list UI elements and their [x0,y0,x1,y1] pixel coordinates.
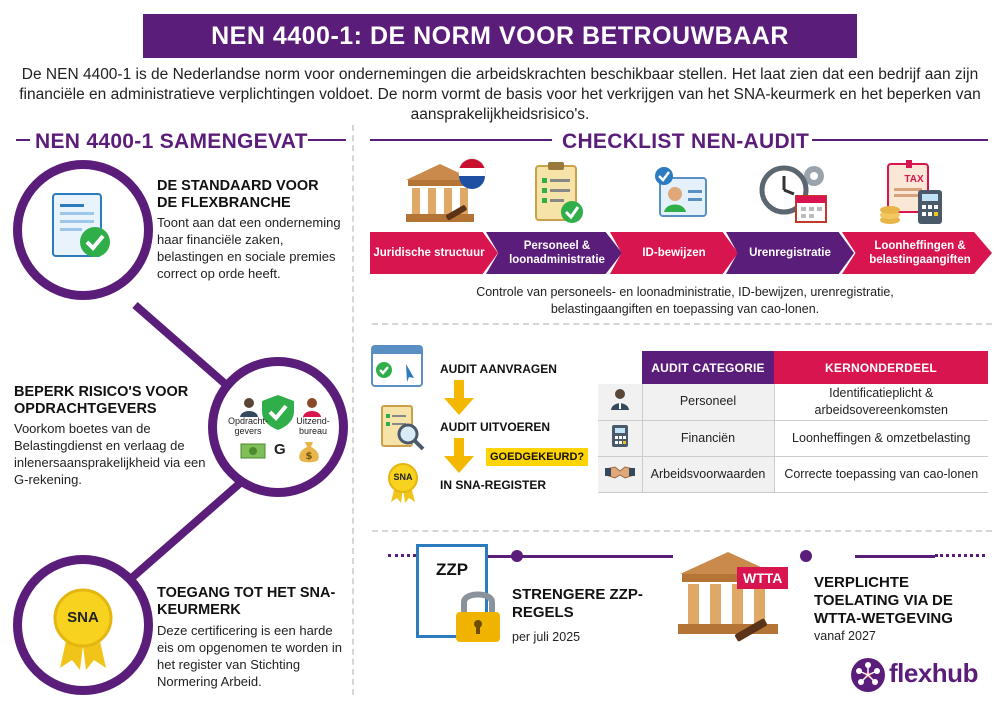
agency-label: Uitzend- bureau [296,416,330,436]
flexhub-logo-icon [851,658,885,692]
agency-person-icon [303,398,321,417]
zzp-date: per juli 2025 [512,630,581,644]
intro-text: De NEN 4400-1 is de Nederlandse norm voo… [19,66,981,123]
audit-magnifier-icon [381,405,425,451]
shield-check-icon [262,395,294,430]
step-legal-structure: Juridische structuur [370,232,498,274]
client-person-icon [240,398,258,417]
approved-document-icon [52,193,110,257]
item-text-risk: Voorkom boetes van de Belastingdienst en… [14,421,206,487]
item-title-risk: BEPERK RISICO'S VOOR OPDRACHTGEVERS [14,384,189,417]
arrow-down-icon [444,380,474,415]
padlock-icon [456,591,500,642]
section-divider [372,323,992,325]
zzp-card-label: ZZP [435,560,469,579]
table-cell-core: Identificatieplicht & arbeidsovereenkoms… [774,384,988,421]
title-rule [370,139,552,141]
calculator-icon [598,420,642,457]
table-cell-category: Financiën [641,420,775,457]
header-core-part: KERNONDERDEEL [774,351,988,384]
arrow-down-icon [444,438,474,473]
clock-calendar-icon [759,165,827,223]
title-rule [16,139,30,141]
wtta-date: vanaf 2027 [814,629,876,643]
money-icon [240,443,266,459]
page-title: NEN 4400-1: DE NORM VOOR BETROUWBAAR UIT… [143,14,857,94]
item-text-standard: Toont aan dat een onderneming haar finan… [157,215,341,281]
flexhub-logo-text: flexhub [889,658,978,688]
g-account-label: G [274,441,286,458]
table-row: Personeel Identificatieplicht & arbeidso… [598,384,988,421]
sna-circle [13,555,153,695]
money-bag-icon: $ [299,442,319,463]
flow-step-execute: AUDIT UITVOEREN [440,420,551,434]
table-cell-category: Arbeidsvoorwaarden [641,456,775,493]
item-title-sna: TOEGANG TOT HET SNA-KEURMERK [157,585,336,618]
timeline-marker [511,550,523,562]
sna-small-badge-label: SNA [393,472,413,482]
step-taxes: Loonheffingen & belastingaangiften [842,232,992,274]
timeline-line [487,555,673,558]
sna-badge-icon [53,588,113,670]
step-hours: Urenregistratie [726,232,854,274]
courthouse-flag-icon [406,158,486,222]
table-row: Arbeidsvoorwaarden Correcte toepassing v… [598,456,988,493]
title-rule [308,139,346,141]
step-payroll: Personeel & loonadministratie [486,232,622,274]
table-cell-core: Loonheffingen & omzetbelasting [774,420,988,457]
summary-title: NEN 4400-1 SAMENGEVAT [35,130,308,153]
handshake-icon [598,456,642,493]
wtta-courthouse-icon [678,552,778,642]
step-id: ID-bewijzen [610,232,738,274]
checklist-caption: Controle van personeels- en loonadminist… [476,285,894,316]
svg-text:$: $ [306,451,313,462]
item-text-sna: Deze certificering is een harde eis om o… [157,623,343,689]
wtta-tag: WTTA [737,567,789,589]
timeline-dots [935,554,985,557]
timeline-marker [800,550,812,562]
title-rule [812,139,988,141]
checklist-title: CHECKLIST NEN-AUDIT [562,130,810,153]
header-audit-category: AUDIT CATEGORIE [642,351,774,384]
wtta-title: VERPLICHTE TOELATING VIA DE WTTA-WETGEVI… [814,574,953,627]
item-title-standard: DE STANDAARD VOOR DE FLEXBRANCHE [157,178,319,211]
browser-request-icon [371,345,423,387]
section-divider [372,530,992,532]
zzp-title: STRENGERE ZZP-REGELS [512,586,643,621]
person-icon [598,384,642,421]
tax-calculator-icon [880,160,942,224]
id-card-icon [655,167,707,217]
client-label: Opdracht- gevers [227,416,269,436]
tax-label: TAX [904,174,924,185]
table-cell-core: Correcte toepassing van cao-lonen [774,456,988,493]
vertical-divider [352,125,354,695]
checklist-clipboard-icon [535,162,583,223]
audit-table: AUDIT CATEGORIE KERNONDERDEEL Personeel … [598,351,988,493]
table-row: Financiën Loonheffingen & omzetbelasting [598,420,988,457]
sna-badge-label: SNA [67,609,99,626]
sna-small-badge-icon [388,463,418,503]
flow-step-request: AUDIT AANVRAGEN [440,362,557,376]
approved-question-badge: GOEDGEKEURD? [486,448,589,466]
timeline-line [855,555,935,558]
table-cell-category: Personeel [641,384,775,421]
flow-step-register: IN SNA-REGISTER [440,478,547,492]
